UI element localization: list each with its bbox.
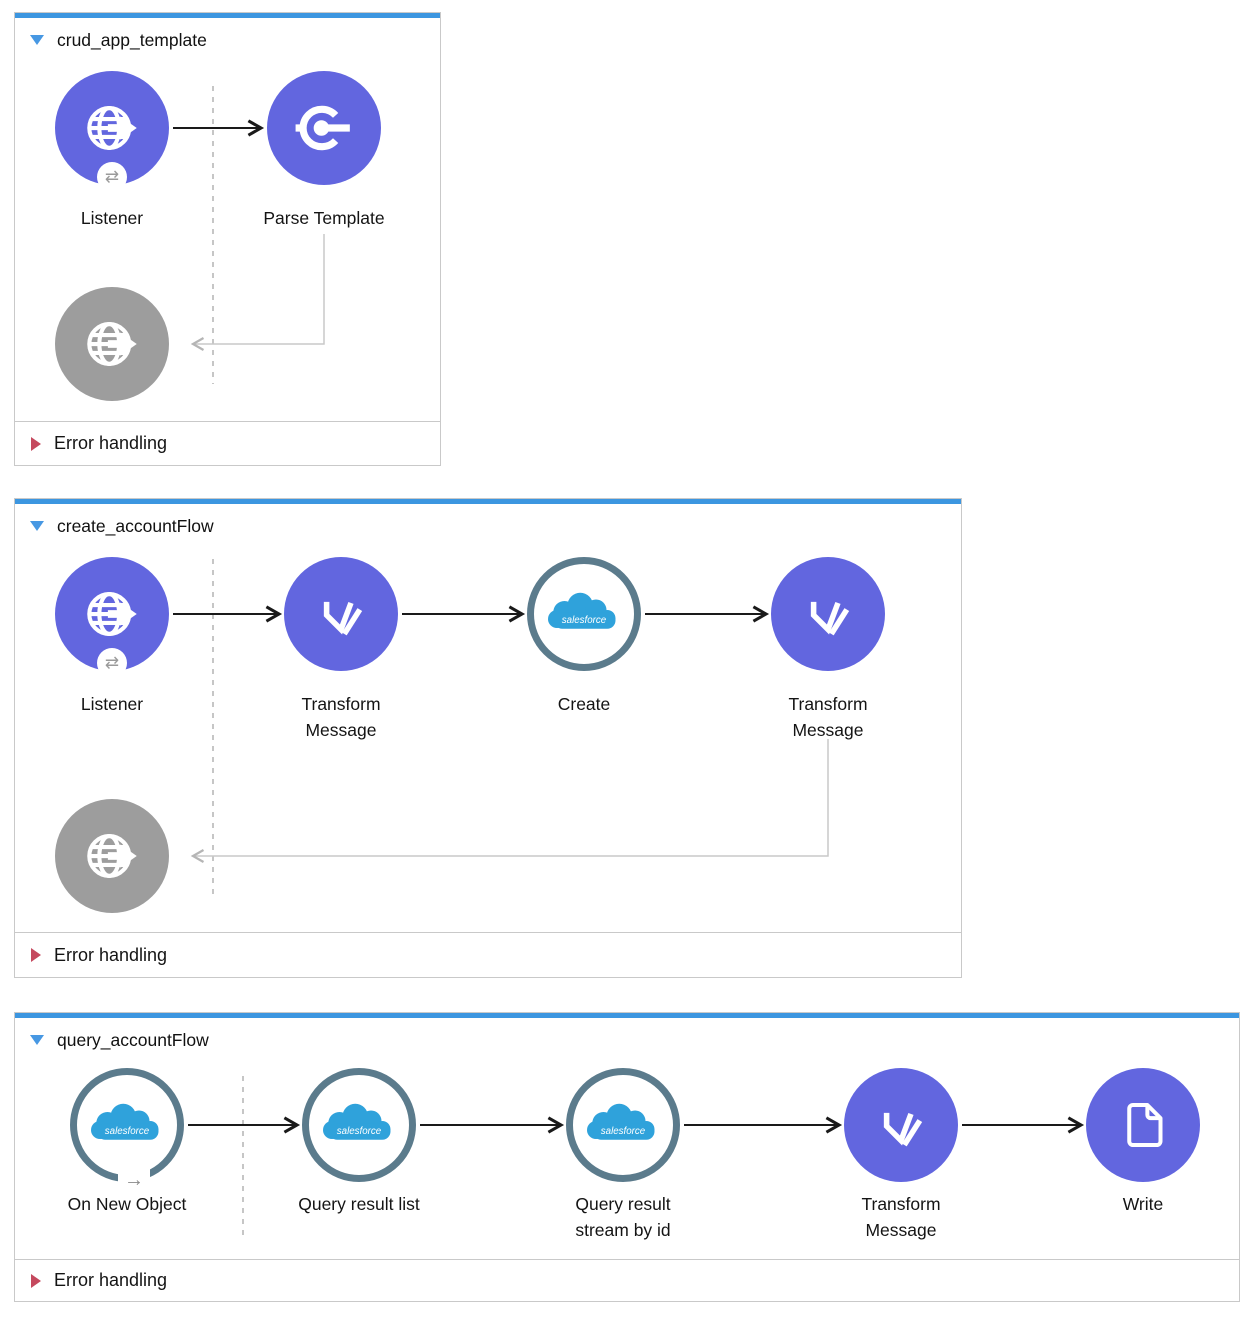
error-handling-label: Error handling xyxy=(54,1270,168,1290)
error-handling-row[interactable]: Error handling xyxy=(15,421,440,465)
flow-title: query_accountFlow xyxy=(57,1029,209,1050)
flow-title: create_accountFlow xyxy=(57,515,214,536)
node-label: Create xyxy=(557,694,611,714)
node-transform-message[interactable] xyxy=(844,1068,958,1182)
node-label: On New Object xyxy=(67,1194,187,1214)
node-label: Listener xyxy=(80,208,144,228)
node-http-request-disabled[interactable] xyxy=(55,799,169,913)
flow-crud-app-template[interactable]: crud_app_template ⇄ Listener Parse Templ… xyxy=(14,12,441,466)
collapse-flow-icon[interactable] xyxy=(30,1035,44,1045)
message-source-badge-icon: ⇄ xyxy=(97,648,127,678)
node-file-write[interactable] xyxy=(1086,1068,1200,1182)
flow-selected-bar xyxy=(15,1013,1239,1018)
dataweave-icon xyxy=(870,1094,932,1156)
node-label: Listener xyxy=(80,694,144,714)
message-source-badge-icon: ⇄ xyxy=(97,162,127,192)
salesforce-icon xyxy=(82,1096,172,1155)
expand-error-handling-icon[interactable] xyxy=(31,1273,41,1288)
collapse-flow-icon[interactable] xyxy=(30,35,44,45)
flow-selected-bar xyxy=(15,13,440,18)
http-listener-icon xyxy=(79,581,145,647)
salesforce-icon xyxy=(539,585,629,644)
error-handling-label: Error handling xyxy=(54,433,168,453)
expand-error-handling-icon[interactable] xyxy=(31,948,41,962)
file-document-icon xyxy=(1113,1095,1173,1155)
http-listener-icon xyxy=(79,95,145,161)
collapse-flow-icon[interactable] xyxy=(30,521,44,531)
node-label: Query result list xyxy=(298,1194,420,1214)
flow-query-account[interactable]: query_accountFlow → On New Object Query … xyxy=(14,1012,1240,1302)
node-http-listener[interactable]: ⇄ xyxy=(55,71,169,192)
node-salesforce-on-new-object[interactable]: → xyxy=(70,1068,184,1191)
http-request-icon xyxy=(79,823,145,889)
error-handling-row[interactable]: Error handling xyxy=(15,1259,1239,1301)
salesforce-icon xyxy=(314,1096,404,1155)
trigger-arrow-badge-icon: → xyxy=(118,1169,150,1191)
flow-create-account[interactable]: create_accountFlow ⇄ Listener Transform … xyxy=(14,498,962,978)
node-http-listener[interactable]: ⇄ xyxy=(55,557,169,678)
node-label: Transform Message xyxy=(788,694,868,740)
error-handling-label: Error handling xyxy=(54,944,168,965)
node-transform-message[interactable] xyxy=(771,557,885,671)
http-request-icon xyxy=(79,311,145,377)
dataweave-icon xyxy=(797,583,859,645)
node-http-request-disabled[interactable] xyxy=(55,287,169,401)
node-salesforce-query-result-list[interactable] xyxy=(302,1068,416,1182)
expand-error-handling-icon[interactable] xyxy=(31,436,41,451)
node-label: Write xyxy=(1122,1194,1164,1214)
node-salesforce-query-result-stream[interactable] xyxy=(566,1068,680,1182)
node-salesforce-create[interactable] xyxy=(527,557,641,671)
flow-title-row[interactable]: query_accountFlow xyxy=(30,1027,209,1053)
salesforce-icon xyxy=(578,1096,668,1155)
flow-title: crud_app_template xyxy=(57,29,207,50)
dataweave-icon xyxy=(310,583,372,645)
node-label: Transform Message xyxy=(861,1194,941,1240)
flow-selected-bar xyxy=(15,499,961,504)
error-handling-row[interactable]: Error handling xyxy=(15,932,961,977)
flow-title-row[interactable]: create_accountFlow xyxy=(30,513,214,539)
parse-template-icon xyxy=(293,97,355,159)
node-label: Query result stream by id xyxy=(575,1194,671,1240)
node-label: Transform Message xyxy=(301,694,381,740)
node-parse-template[interactable] xyxy=(267,71,381,185)
flow-title-row[interactable]: crud_app_template xyxy=(30,27,207,53)
node-transform-message[interactable] xyxy=(284,557,398,671)
node-label: Parse Template xyxy=(263,208,385,228)
